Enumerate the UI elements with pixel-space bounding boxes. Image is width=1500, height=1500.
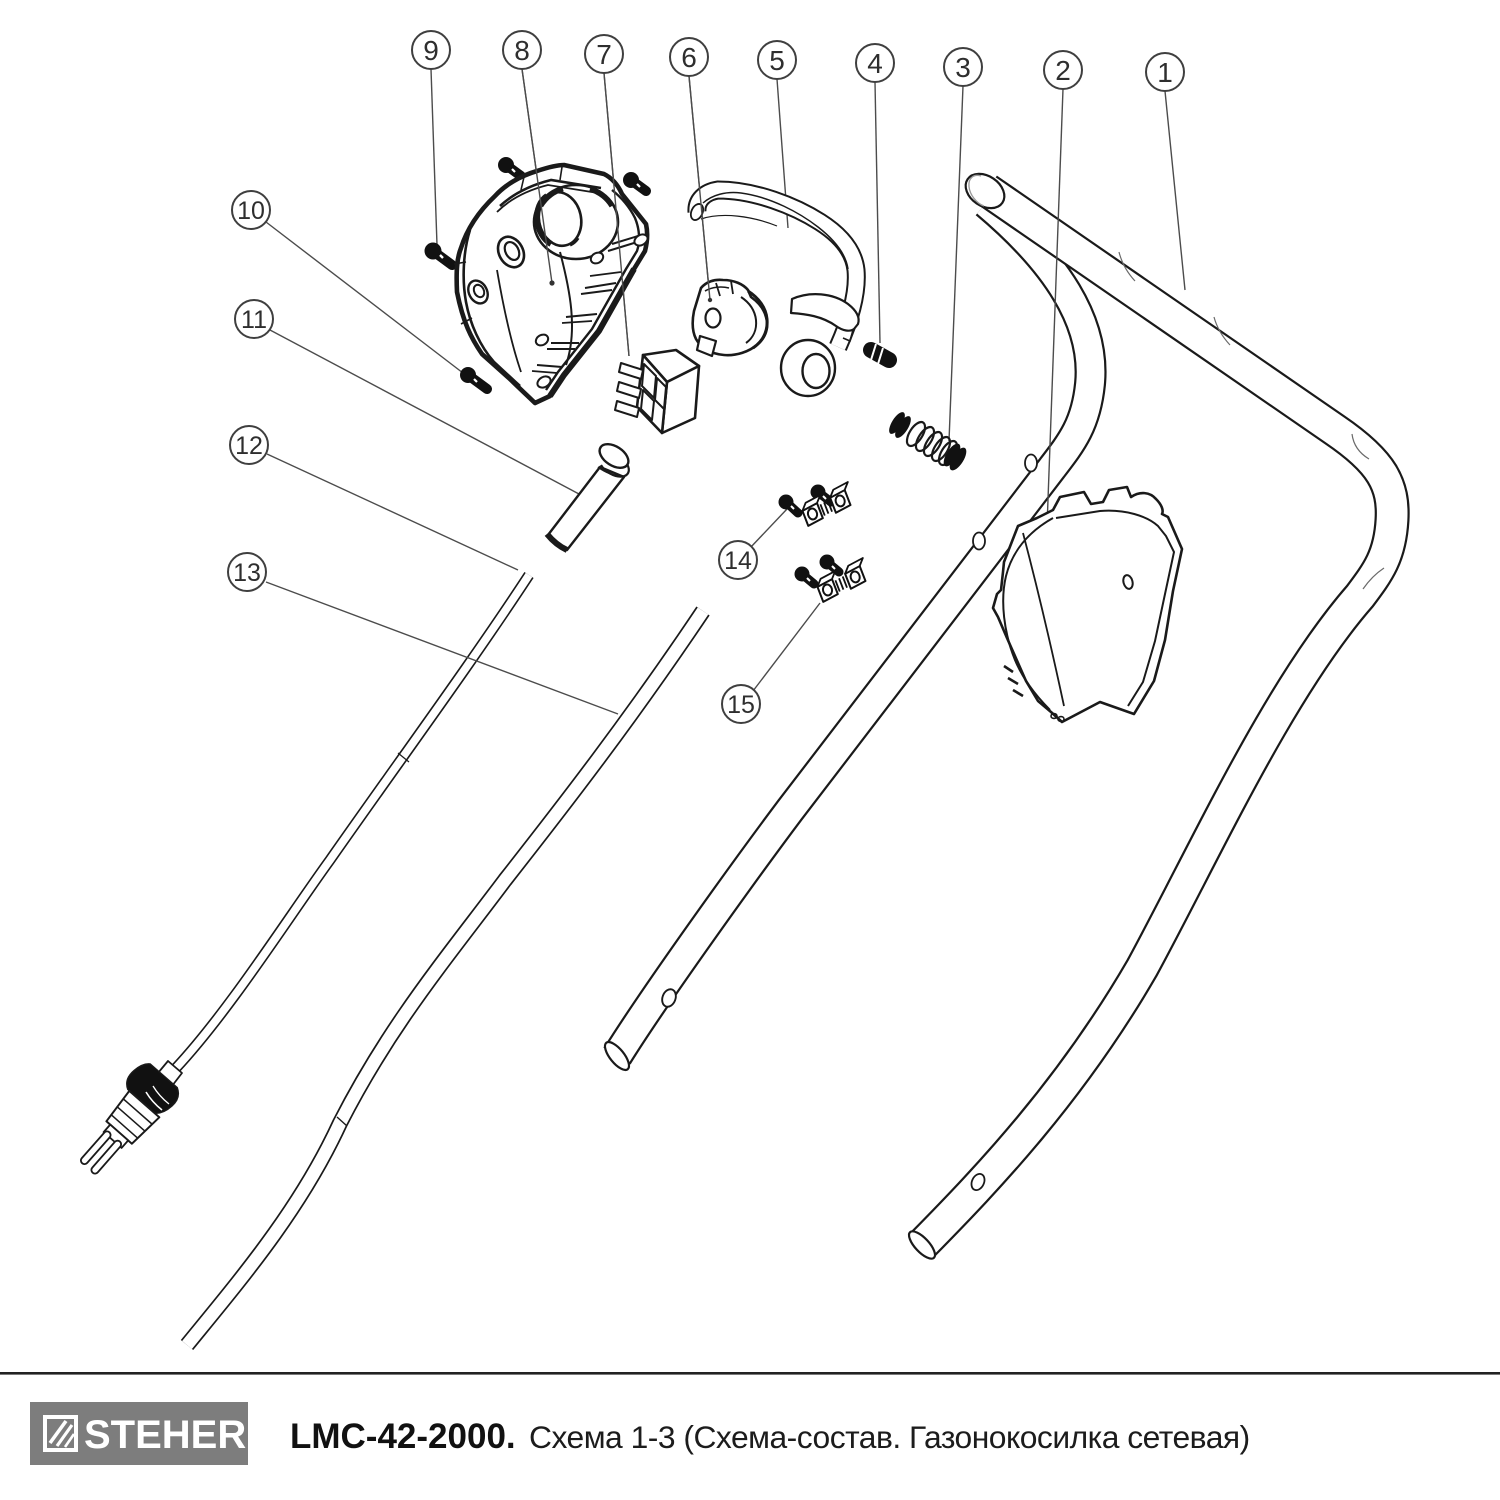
svg-text:5: 5 <box>769 45 785 76</box>
svg-text:9: 9 <box>423 35 439 66</box>
svg-text:Схема 1-3 (Схема-состав. Газон: Схема 1-3 (Схема-состав. Газонокосилка с… <box>529 1419 1250 1455</box>
svg-text:13: 13 <box>233 559 261 587</box>
svg-text:14: 14 <box>724 547 752 575</box>
svg-text:7: 7 <box>596 39 612 70</box>
svg-text:1: 1 <box>1157 57 1173 88</box>
svg-text:15: 15 <box>727 691 755 719</box>
svg-text:STEHER: STEHER <box>84 1413 246 1457</box>
svg-text:12: 12 <box>235 432 263 460</box>
svg-text:2: 2 <box>1055 55 1071 86</box>
svg-text:4: 4 <box>867 48 883 79</box>
svg-text:8: 8 <box>514 35 530 66</box>
svg-text:3: 3 <box>955 52 971 83</box>
svg-text:LMC-42-2000.: LMC-42-2000. <box>290 1417 516 1456</box>
svg-text:6: 6 <box>681 42 697 73</box>
svg-text:11: 11 <box>241 306 267 334</box>
svg-text:10: 10 <box>237 197 265 225</box>
